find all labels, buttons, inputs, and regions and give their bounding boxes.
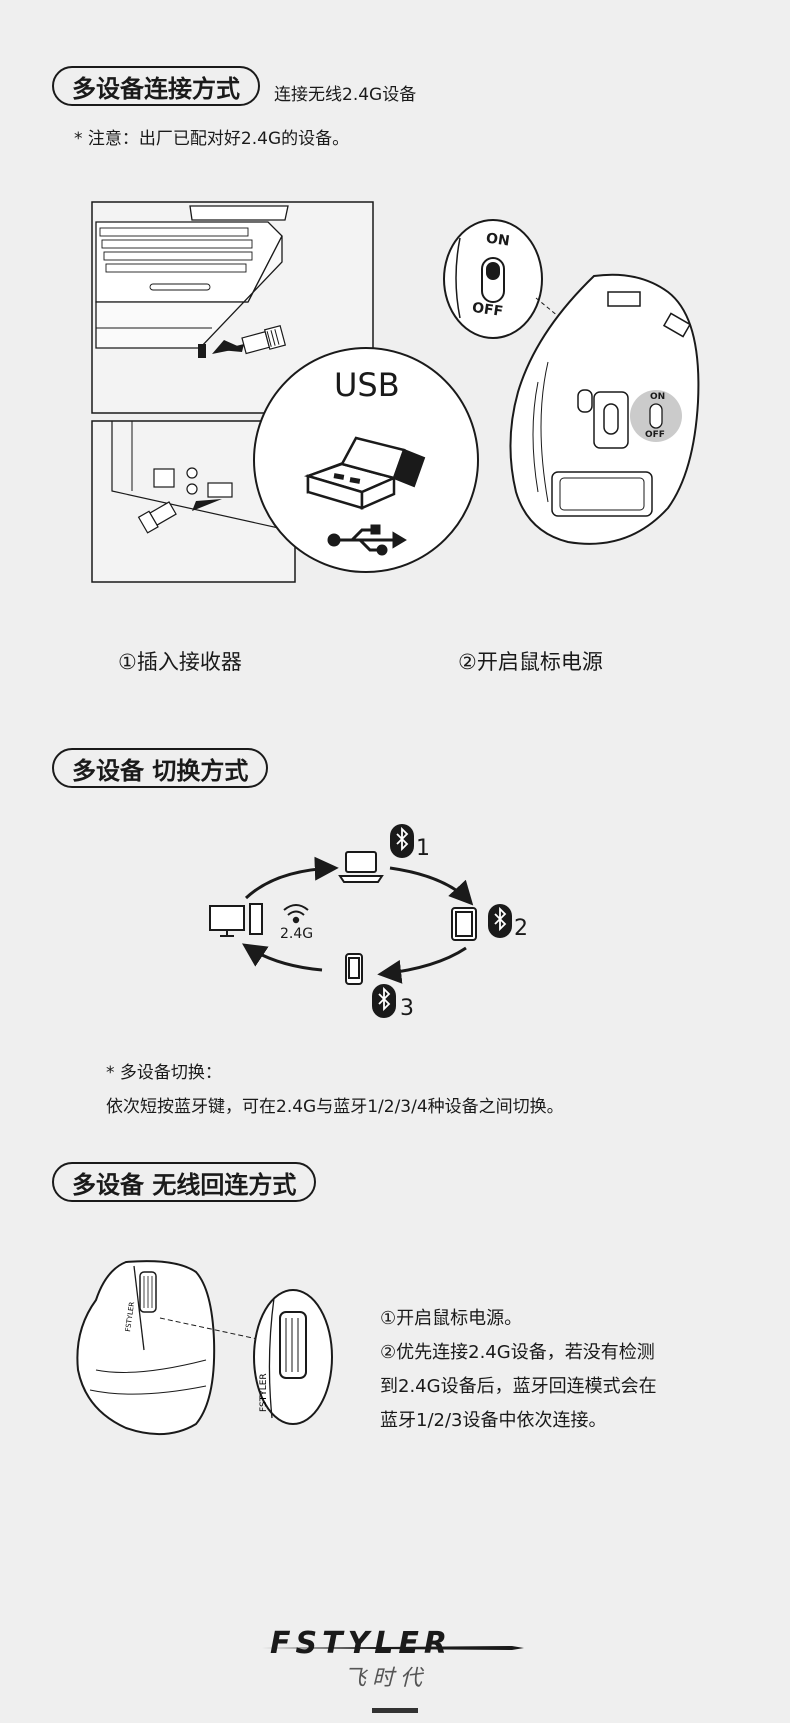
usb-dongle-icon <box>303 436 426 510</box>
section2-title: 多设备 切换方式 <box>52 748 269 788</box>
mouse-off-label: OFF <box>645 430 665 440</box>
bluetooth-icon-2 <box>488 904 512 938</box>
device-switch-diagram <box>209 824 512 1018</box>
section1-subtitle: 连接无线2.4G设备 <box>274 85 417 105</box>
usb-symbol-icon <box>327 524 407 556</box>
desktop-icon <box>209 903 263 937</box>
step1-caption: ①插入接收器 <box>118 650 242 674</box>
mouse-dashed-line <box>159 1317 263 1341</box>
mouse-bottom-illustration <box>509 273 700 545</box>
usb-receiver-circle <box>253 347 479 573</box>
usb-label: USB <box>334 366 400 404</box>
laptop-icon <box>338 851 384 883</box>
section1-note: * 注意：出厂已配对好2.4G的设备。 <box>74 129 350 149</box>
section2-note-heading: * 多设备切换： <box>106 1063 222 1083</box>
section1-title-text: 多设备连接方式 <box>72 74 240 103</box>
section3-line2: ②优先连接2.4G设备，若没有检测 <box>380 1342 655 1363</box>
section2-title-text: 多设备 切换方式 <box>72 756 249 785</box>
bluetooth-icon-1 <box>390 824 414 858</box>
phone-icon <box>345 953 363 985</box>
laptop-usb-illustration <box>91 201 374 414</box>
section3-title-text: 多设备 无线回连方式 <box>72 1170 297 1199</box>
dongle-small-icon-2 <box>137 501 177 534</box>
bt1-label: 1 <box>416 836 430 861</box>
mouse-top-illustration: FSTYLER <box>76 1260 216 1436</box>
step2-caption: ②开启鼠标电源 <box>458 650 603 674</box>
section2-note-body: 依次短按蓝牙键，可在2.4G与蓝牙1/2/3/4种设备之间切换。 <box>106 1097 564 1117</box>
tablet-icon <box>451 907 477 941</box>
brand-swoosh <box>262 1646 524 1650</box>
section3-line1: ①开启鼠标电源。 <box>380 1308 523 1329</box>
section3-line3: 到2.4G设备后，蓝牙回连模式会在 <box>380 1376 657 1397</box>
wifi-label: 2.4G <box>280 926 314 942</box>
keyboard-keys <box>99 227 253 291</box>
section3-line4: 蓝牙1/2/3设备中依次连接。 <box>380 1410 607 1431</box>
switch-on-label: ON <box>485 230 511 250</box>
bottom-bar <box>372 1708 418 1713</box>
section3-title: 多设备 无线回连方式 <box>52 1162 317 1202</box>
power-switch-zoom <box>443 219 543 339</box>
bt3-label: 3 <box>400 996 414 1021</box>
mouse-on-label: ON <box>650 392 666 402</box>
wheel-zoom-brand: FSTYLER <box>259 1373 269 1412</box>
section1-title: 多设备连接方式 <box>52 66 260 106</box>
bluetooth-icon-3 <box>372 984 396 1018</box>
brand-chinese: 飞时代 <box>344 1666 429 1691</box>
dongle-small-icon <box>241 324 287 355</box>
wifi-icon <box>283 904 309 924</box>
scroll-wheel-zoom: FSTYLER <box>253 1289 333 1425</box>
bt2-label: 2 <box>514 916 528 941</box>
brand-name: FSTYLER <box>270 1626 452 1661</box>
